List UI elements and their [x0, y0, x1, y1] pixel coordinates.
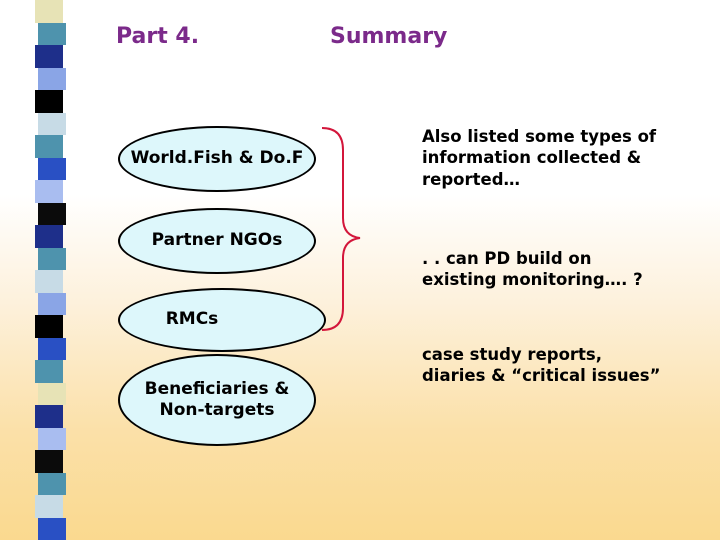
ellipse-label: RMCs — [165, 309, 219, 330]
note-line: information collected & — [422, 148, 642, 168]
part-label: Part 4. — [116, 24, 200, 49]
stripe-square — [35, 360, 63, 383]
stripe-square — [38, 247, 66, 270]
note-line: diaries & “critical issues” — [422, 366, 661, 386]
stripe-square — [35, 495, 63, 518]
stripe-square — [38, 292, 66, 315]
stripe-square — [38, 202, 66, 225]
stripe-square — [35, 135, 63, 158]
stripe-square — [35, 315, 63, 338]
stripe-square — [38, 67, 66, 90]
stripe-square — [38, 337, 66, 360]
ellipse-label-line: Non-targets — [159, 400, 275, 420]
stripe-square — [35, 450, 63, 473]
ellipse-rmcs: RMCs — [118, 288, 326, 352]
stripe-square — [35, 405, 63, 428]
ellipse-label: World.Fish & Do.F — [130, 148, 304, 169]
stripe-square — [35, 90, 63, 113]
note-line: Also listed some types of — [422, 127, 657, 146]
stripe-square — [38, 157, 66, 180]
note-info-types: Also listed some types of information co… — [422, 126, 702, 190]
note-line: existing monitoring…. ? — [422, 270, 643, 290]
stripe-square — [38, 517, 66, 540]
ellipse-beneficiaries: Beneficiaries & Non-targets — [118, 354, 316, 446]
stripe-square — [38, 112, 66, 135]
ellipse-label-line: Beneficiaries & — [144, 378, 290, 399]
ellipse-label-block: Beneficiaries & Non-targets — [145, 379, 290, 422]
slide-title: Summary — [330, 24, 448, 49]
ellipse-partner-ngos: Partner NGOs — [118, 208, 316, 274]
stripe-square — [35, 0, 63, 23]
stripe-square — [35, 225, 63, 248]
brace-path — [321, 127, 361, 331]
note-line: case study reports, — [422, 345, 603, 364]
note-case-study: case study reports, diaries & “critical … — [422, 344, 702, 387]
ellipse-label: Partner NGOs — [151, 230, 283, 251]
stripe-square — [38, 427, 66, 450]
stripe-square — [35, 45, 63, 68]
stripe-square — [38, 22, 66, 45]
decorative-stripe — [0, 0, 70, 540]
stripe-square — [38, 382, 66, 405]
stripe-square — [35, 270, 63, 293]
stripe-square — [35, 180, 63, 203]
note-line: reported… — [422, 169, 521, 189]
stripe-square — [38, 472, 66, 495]
note-line: . . can PD build on — [422, 249, 592, 268]
ellipse-worldfish-dof: World.Fish & Do.F — [118, 126, 316, 192]
note-pd-monitoring: . . can PD build on existing monitoring…… — [422, 248, 702, 291]
